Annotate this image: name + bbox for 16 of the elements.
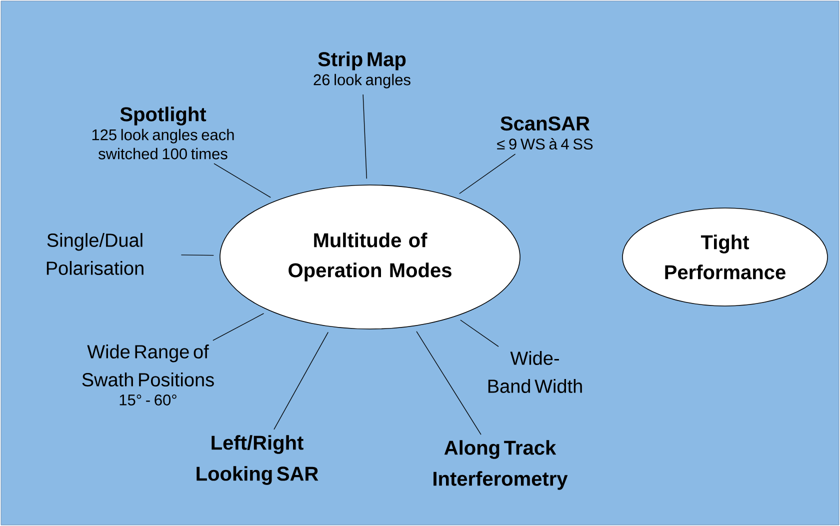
mode-label: Wide Range of Swath Positions 15° - 60° — [82, 344, 214, 406]
connector-line — [212, 313, 264, 341]
connector-line — [180, 254, 214, 256]
connector-line — [459, 154, 516, 194]
mode-label: Left/Right Looking SAR — [196, 435, 318, 485]
mode-label: Single/Dual Polarisation — [46, 233, 144, 275]
connector-line — [362, 94, 367, 179]
mode-label: Wide-Band Width — [488, 351, 582, 393]
mode-label: Spotlight 125 look angles each switched 100 times — [92, 106, 234, 160]
mode-label: Strip Map 26 look angles — [314, 52, 410, 88]
mode-label: ScanSAR ≤ 9 WS à 4 SS — [497, 116, 593, 150]
mode-label: Along Track Interferometry — [434, 440, 568, 490]
connector-line — [460, 320, 499, 347]
connector-line — [416, 331, 482, 435]
connector-line — [274, 332, 328, 430]
connector-line — [214, 163, 271, 198]
